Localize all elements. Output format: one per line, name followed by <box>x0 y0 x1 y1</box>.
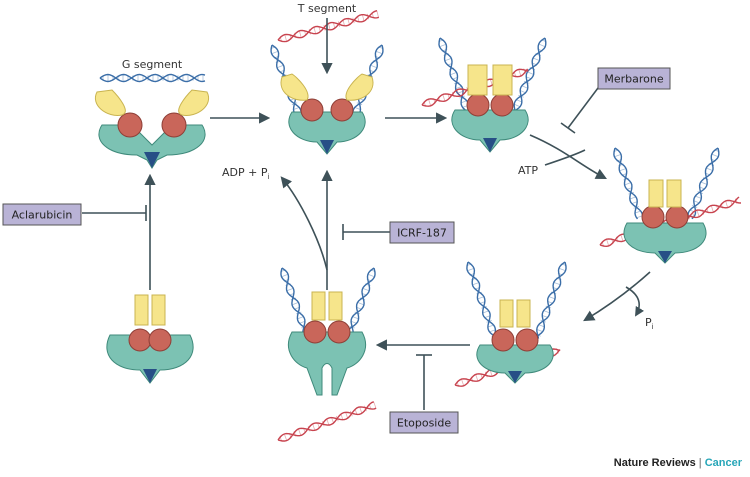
arrow-adp-release <box>280 176 328 271</box>
journal-section: Cancer <box>704 457 742 469</box>
enzyme-t-released <box>287 291 367 396</box>
arrow-step3 <box>529 134 607 180</box>
dna-g6-right <box>535 261 567 339</box>
drug-icrf187: ICRF-187 <box>389 221 455 244</box>
svg-text:Etoposide: Etoposide <box>397 417 451 430</box>
label-atp: ATP <box>518 164 538 177</box>
enzyme-pi-released <box>476 299 554 384</box>
label-pi: Pi <box>645 316 654 331</box>
svg-text:Aclarubicin: Aclarubicin <box>12 209 73 222</box>
svg-text:ICRF-187: ICRF-187 <box>397 227 447 240</box>
inhibition-aclarubicin <box>82 205 147 221</box>
enzyme-g-bound <box>280 73 374 155</box>
enzyme-closed-initial <box>106 294 194 384</box>
arrow-pi-release <box>625 286 645 317</box>
label-t-segment: T segment <box>297 2 357 15</box>
label-g-segment: G segment <box>122 58 183 71</box>
drug-merbarone: Merbarone <box>597 67 671 90</box>
inhibition-merbarone <box>560 87 599 134</box>
label-adp-pi: ADP + Pi <box>222 166 269 181</box>
inhibition-etoposide <box>416 354 432 410</box>
enzyme-atp-bound <box>623 179 707 264</box>
enzyme-t-captured <box>451 64 529 153</box>
dna-g5-left <box>613 147 644 220</box>
drug-aclarubicin: Aclarubicin <box>2 203 82 226</box>
dna-t-segment-free <box>277 10 380 43</box>
svg-text:Merbarone: Merbarone <box>604 73 663 86</box>
journal-footer: Nature Reviews | Cancer <box>614 457 742 469</box>
dna-g7-right <box>345 267 376 340</box>
arrow-step4 <box>583 271 651 322</box>
footer-separator: | <box>698 457 702 469</box>
atp-entry-curve <box>544 149 586 166</box>
dna-g4-right <box>508 37 547 120</box>
drug-etoposide: Etoposide <box>389 411 459 434</box>
dna-g-segment-free <box>99 73 206 83</box>
dna-g6-left <box>466 261 497 339</box>
dna-g5-right <box>687 147 720 220</box>
journal-name: Nature Reviews <box>613 457 696 469</box>
enzyme-open-g-segment <box>94 89 210 169</box>
inhibition-icrf187 <box>342 224 390 240</box>
dna-t7 <box>277 401 377 442</box>
